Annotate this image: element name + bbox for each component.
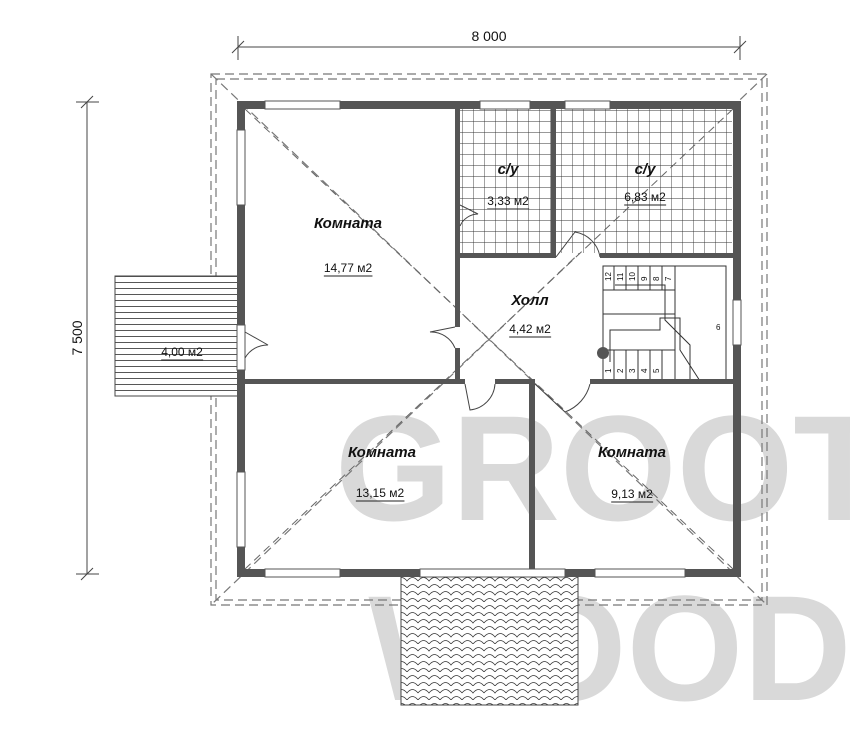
svg-text:10: 10	[628, 272, 637, 281]
bath-large-tiles	[555, 109, 732, 253]
svg-text:1: 1	[604, 368, 613, 373]
room-area: 6,83 м2	[624, 190, 666, 204]
room-area: 3,33 м2	[487, 194, 529, 208]
bath-small-tiles	[460, 109, 555, 253]
room-area: 4,42 м2	[509, 322, 551, 336]
room-name: Комната	[598, 444, 666, 461]
room-bottom-right: Комната 9,13 м2	[598, 444, 666, 503]
room-area: 14,77 м2	[324, 261, 373, 275]
room-name: Комната	[314, 215, 382, 232]
svg-text:5: 5	[652, 368, 661, 373]
room-name: с/у	[498, 161, 520, 178]
terrace-area: 4,00 м2	[161, 345, 203, 359]
terrace-deck	[114, 275, 241, 397]
svg-text:6: 6	[716, 323, 721, 332]
staircase	[602, 265, 727, 382]
bath-large: с/у 6,83 м2	[624, 161, 667, 206]
bath-small: с/у 3,33 м2	[487, 161, 530, 210]
svg-text:8: 8	[652, 276, 661, 281]
svg-text:9: 9	[640, 276, 649, 281]
room-bottom-left: Комната 13,15 м2	[348, 444, 416, 502]
dimension-height-label: 7 500	[69, 320, 85, 355]
stair-newel-post	[597, 347, 609, 359]
room-area: 9,13 м2	[611, 487, 653, 501]
svg-text:12: 12	[604, 272, 613, 281]
room-left-top: Комната 14,77 м2	[314, 215, 382, 277]
svg-text:7: 7	[664, 276, 673, 281]
svg-text:3: 3	[628, 368, 637, 373]
entrance-porch-roof	[400, 571, 579, 706]
svg-text:4: 4	[640, 368, 649, 373]
watermark-line1: GROOT	[335, 384, 850, 552]
room-area: 13,15 м2	[356, 486, 405, 500]
hall: Холл 4,42 м2	[509, 292, 552, 338]
dimension-left	[76, 95, 99, 581]
room-name: Комната	[348, 444, 416, 461]
svg-text:11: 11	[616, 272, 625, 281]
dimension-top	[231, 36, 747, 60]
roof-ridge-lines	[244, 108, 734, 570]
room-name: с/у	[635, 161, 657, 178]
dimension-width-label: 8 000	[471, 28, 506, 44]
windows	[236, 100, 742, 578]
svg-text:2: 2	[616, 368, 625, 373]
stair-step-numbers: 1 2 3 4 5 6 12 11 10 9 8 7	[604, 272, 721, 373]
doors	[244, 204, 601, 413]
room-name: Холл	[510, 292, 549, 309]
